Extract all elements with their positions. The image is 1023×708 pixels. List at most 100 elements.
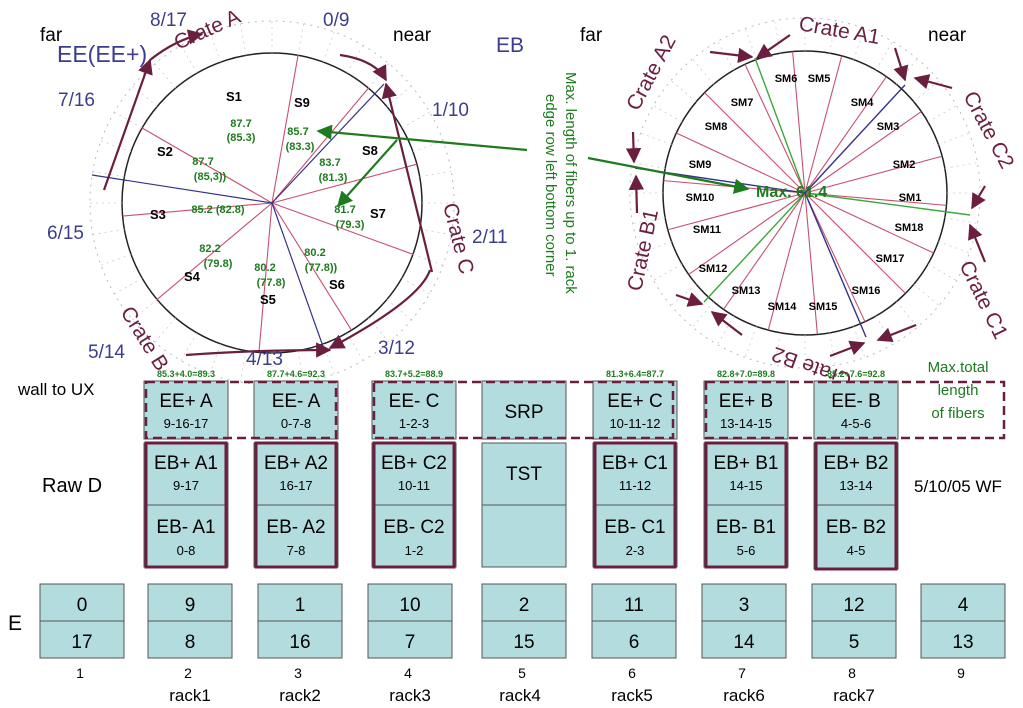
rack-label: rack7 bbox=[833, 686, 875, 705]
e-box-bottom-value: 7 bbox=[405, 632, 416, 653]
fiber-arrow-to-eb bbox=[587, 156, 750, 194]
ee-title: EE(EE+) bbox=[57, 41, 147, 67]
rack-number: 1 bbox=[76, 665, 84, 681]
eb-guide-tick bbox=[938, 132, 970, 145]
rack-number: 4 bbox=[404, 665, 412, 681]
fiber-sum-label: 87.7+4.6=92.3 bbox=[267, 369, 325, 379]
eb-guide-tick bbox=[927, 105, 957, 123]
eb-guide-tick bbox=[692, 58, 715, 85]
ee-sector-s1: S1 bbox=[226, 89, 242, 104]
crate-box-title: EB+ C1 bbox=[602, 453, 668, 474]
eb-guide-tick bbox=[744, 28, 757, 60]
ee-fiber-s4-sub: (79.8) bbox=[204, 258, 233, 270]
eb-sm7: SM7 bbox=[731, 97, 754, 109]
ee-sector-lines bbox=[90, 21, 454, 385]
crate-box-sub: 0-8 bbox=[177, 543, 196, 558]
eb-sector-line bbox=[804, 192, 818, 335]
ee-index-2-11: 2/11 bbox=[472, 227, 508, 248]
ee-sector-line bbox=[141, 127, 273, 204]
ee-crate-a-arrow-lower bbox=[102, 58, 153, 191]
eb-far-label: far bbox=[580, 25, 603, 46]
ee-index-7-16: 7/16 bbox=[58, 90, 95, 111]
crate-box-title: EB- A1 bbox=[156, 517, 215, 538]
ee-fiber-s4: 82.2 bbox=[199, 243, 220, 255]
crate-box-sub: 1-2-3 bbox=[399, 416, 429, 431]
crate-box-title: EB+ A2 bbox=[264, 453, 328, 474]
crate-box-sub: 16-17 bbox=[279, 478, 312, 493]
eb-crate-c2-arrow-bottom bbox=[971, 185, 986, 210]
eb-guide-tick bbox=[927, 263, 957, 281]
ee-index-5-14: 5/14 bbox=[88, 342, 125, 363]
ee-axis-line-upper bbox=[271, 83, 385, 204]
eb-sm11: SM11 bbox=[693, 224, 721, 236]
eb-crate-c1-arrow-bottom bbox=[876, 323, 917, 343]
eb-guide-tick bbox=[913, 283, 940, 306]
rack-label: rack5 bbox=[611, 686, 653, 705]
ee-index-1-10: 1/10 bbox=[432, 100, 469, 121]
e-box-top-value: 9 bbox=[185, 595, 196, 616]
ee-fiber-s2-sub: (85,3)) bbox=[194, 171, 227, 183]
crate-box-top bbox=[143, 380, 229, 440]
eb-blue-line-bottom bbox=[804, 192, 867, 338]
fiber-sum-label: 83.7+5.2=88.9 bbox=[385, 369, 443, 379]
ee-fiber-s7: 81.7 bbox=[334, 204, 355, 216]
eb-sm2: SM2 bbox=[893, 159, 916, 171]
eb-sector-line bbox=[676, 132, 806, 194]
crate-highlight-frame bbox=[593, 441, 677, 569]
ee-sector-labels: S1 S2 S3 S4 S5 S6 S7 S8 S9 bbox=[150, 89, 386, 307]
e-box-bottom-value: 15 bbox=[513, 632, 534, 653]
e-box-top-value: 1 bbox=[295, 595, 306, 616]
crate-highlight-frame bbox=[254, 441, 338, 569]
crate-box-sub: 1-2 bbox=[405, 543, 424, 558]
eb-sm9: SM9 bbox=[689, 159, 712, 171]
eb-guide-tick bbox=[717, 315, 735, 345]
ee-sector-line bbox=[271, 202, 352, 331]
eb-crate-c1-label: Crate C1 bbox=[955, 257, 1013, 343]
ee-guide-tick bbox=[401, 111, 430, 129]
ee-index-8-17: 8/17 bbox=[150, 10, 187, 31]
ee-guide-tick bbox=[322, 31, 335, 63]
eb-title: EB bbox=[496, 34, 524, 57]
ee-sector-line bbox=[156, 202, 273, 300]
ee-index-0-9: 0/9 bbox=[323, 10, 349, 31]
ee-fiber-s8-sub: (81.3) bbox=[319, 172, 348, 184]
crate-box-top bbox=[371, 380, 457, 440]
eb-crate-b2-arrow-left bbox=[710, 311, 743, 336]
eb-sm14: SM14 bbox=[768, 301, 798, 313]
e-box-bottom-value: 5 bbox=[849, 632, 860, 653]
crate-box-mid bbox=[813, 442, 899, 570]
ee-guide-tick bbox=[386, 299, 412, 321]
ee-crate-c-arrow-upper bbox=[381, 82, 434, 273]
ee-crate-b-arrow bbox=[185, 342, 332, 358]
crate-box-title: EB+ C2 bbox=[381, 453, 447, 474]
eb-guide-tick bbox=[692, 301, 715, 328]
eb-crate-a2-label: Crate A2 bbox=[622, 31, 681, 114]
crate-box-title: EE- B bbox=[831, 391, 881, 412]
crate-box-sub: 10-11-12 bbox=[609, 416, 660, 431]
eb-blue-line-top bbox=[804, 84, 906, 194]
ee-guide-tick bbox=[100, 253, 132, 266]
crate-box-sub: 9-17 bbox=[173, 478, 199, 493]
eb-sm1: SM1 bbox=[899, 192, 922, 204]
crate-dashed-frame bbox=[144, 380, 338, 440]
ee-sector-line bbox=[258, 202, 273, 353]
crate-highlight-frame bbox=[814, 441, 898, 571]
max-length-note-line1: Max. length of fibers up to 1. rack bbox=[562, 72, 579, 294]
crate-box-sub: 4-5-6 bbox=[841, 416, 871, 431]
eb-guide-tick bbox=[670, 80, 697, 103]
rack-number: 5 bbox=[518, 665, 526, 681]
crate-highlight-frame bbox=[372, 441, 456, 569]
eb-sector-line bbox=[804, 155, 943, 194]
ee-sector-line bbox=[271, 87, 369, 204]
ee-guide-tick bbox=[180, 332, 198, 361]
crate-box-top bbox=[703, 380, 789, 440]
ee-circle-group bbox=[89, 20, 455, 386]
eb-crate-c2-label: Crate C2 bbox=[959, 88, 1019, 173]
rack-label: rack2 bbox=[279, 686, 321, 705]
eb-sector-line bbox=[767, 192, 806, 331]
eb-sm15: SM15 bbox=[809, 301, 838, 313]
ee-sector-s8: S8 bbox=[362, 143, 378, 158]
eb-sm-labels: SM1 SM2 SM3 SM4 SM5 SM6 SM7 SM8 SM9 SM10… bbox=[686, 73, 924, 313]
ee-fiber-s3: 85.2 (82.8) bbox=[191, 204, 245, 216]
ee-far-label: far bbox=[40, 25, 63, 46]
